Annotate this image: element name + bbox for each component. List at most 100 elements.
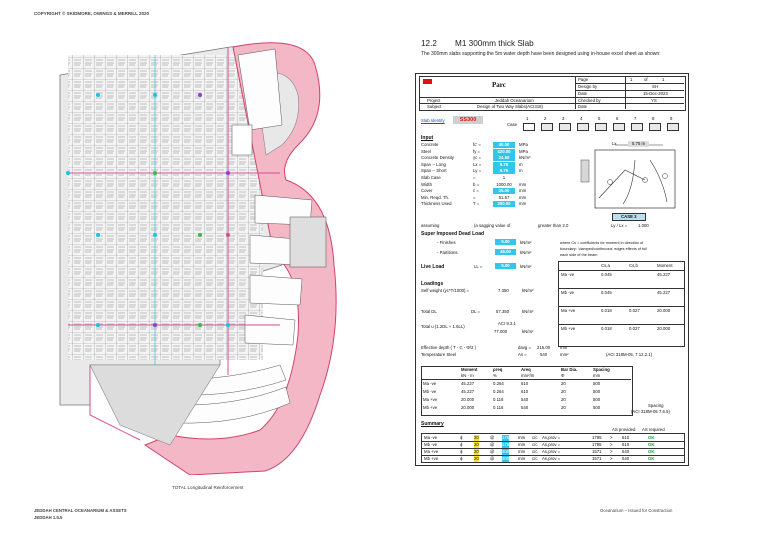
input-unit: mm [519, 188, 527, 194]
coeff-a: 0.018 [601, 308, 612, 313]
slab-identity-value: SS300 [453, 116, 483, 124]
summary-cell: 1571 [592, 449, 602, 454]
reinforcement-plan-drawing [59, 42, 337, 475]
moment-cell: 0.264 [493, 389, 504, 394]
coeff-a: 0.018 [601, 326, 612, 331]
moment-cell: 45.227 [461, 381, 475, 386]
summary-cell: > [610, 435, 613, 440]
coeff-row-name: Ma -ve [561, 272, 575, 277]
case-icon [613, 123, 625, 131]
moment-cell: Mb +ve [423, 405, 438, 410]
coeff-row-name: Mb -ve [561, 290, 575, 295]
input-label: Min. Reqd. Th. [421, 194, 450, 200]
self-weight-label: Self weight (γc*T/1000) = [421, 288, 470, 293]
moment-cell: 0.116 [493, 397, 504, 402]
input-value: 25.00 [493, 188, 515, 195]
moment-head: Moment [461, 367, 478, 372]
page-of-label: of [644, 77, 648, 82]
summary-cell: Mb +ve [424, 456, 439, 461]
summary-cell: @ [490, 442, 495, 447]
summary-cell: 175 [502, 435, 510, 441]
input-symbol: T = [473, 201, 480, 207]
temp-steel-unit: mm² [560, 352, 569, 357]
summary-cell: > [610, 449, 613, 454]
page-total: 1 [662, 77, 665, 82]
case-label: Case [507, 122, 518, 127]
moment-note-1: Spacing [648, 403, 664, 408]
case-icon [559, 123, 571, 131]
summary-cell: 20 [474, 456, 479, 462]
total-dl-value: 57.350 [496, 309, 510, 314]
temp-steel-sym: As = [518, 352, 527, 357]
input-symbol: = [473, 194, 476, 200]
loadings-title: Loadings [421, 281, 444, 287]
assuming-end: greater than 2.0 [538, 223, 569, 228]
summary-cell: ϕ [460, 435, 463, 440]
moment-cell: 610 [521, 381, 529, 386]
case-number: 8 [652, 116, 655, 121]
input-value: 300.00 [493, 201, 515, 208]
input-symbol: = [473, 175, 476, 180]
input-symbol: Ly = [473, 168, 482, 174]
moment-unit: % [493, 373, 497, 378]
moment-cell: 540 [521, 405, 529, 410]
summary-cell: As,prov = [542, 456, 561, 461]
summary-cell: As,prov = [542, 435, 561, 440]
copyright: COPYRIGHT © SKIDMORE, OWINGS & MERRILL 2… [34, 11, 149, 16]
coeff-row-name: Mb +ve [561, 326, 576, 331]
where-note-3: each side of the beam [560, 253, 598, 257]
input-label: Steel [421, 148, 431, 154]
date-label: Date [578, 91, 588, 96]
diagram-span-value: 5.75 m [628, 141, 650, 147]
checked-label: Checked by [578, 97, 601, 103]
input-label: Concrete [421, 142, 439, 147]
input-value: 5.75 [493, 161, 515, 168]
where-note-2: boundary: 'clamped/continuous' edges eff… [560, 247, 647, 251]
summary-cell: mm [518, 456, 526, 461]
case-number: 9 [670, 116, 673, 121]
moment-cell: 20 [561, 397, 566, 402]
case-icon [667, 123, 679, 131]
input-label: Width [421, 181, 432, 187]
total-u-label: Total u (1.2DL + 1.6LL) [421, 324, 465, 329]
coeff-header: Cs,b [629, 263, 638, 268]
case-icon [541, 123, 553, 131]
left-caption: TOTAL Longitudinal Reinforcement [172, 485, 244, 490]
section-title: M1 300mm thick Slab [455, 39, 534, 48]
summary-head-required: AS required [642, 427, 665, 432]
summary-cell: mm [518, 435, 526, 440]
moment-cell: 500 [593, 405, 601, 410]
input-unit: mm [519, 181, 527, 187]
case-number: 7 [634, 116, 637, 121]
temp-steel-ref: (ACI 318M-05, 7.12.2.1) [606, 352, 653, 357]
input-symbol: fc' = [473, 142, 481, 147]
total-u-unit: kN/m² [522, 329, 534, 334]
input-label: Span -- Short [421, 168, 447, 174]
input-value: 1000.00 [496, 181, 512, 187]
case-box: CASE 3 [612, 213, 646, 221]
summary-cell: 540 [622, 449, 630, 454]
case-icon [577, 123, 589, 131]
moment-cell: 20 [561, 405, 566, 410]
case-number: 1 [526, 116, 529, 121]
moment-cell: Ma -ve [423, 381, 437, 386]
case-number: 3 [562, 116, 565, 121]
moment-cell: 500 [593, 381, 601, 386]
moment-cell: Mb -ve [423, 389, 437, 394]
input-unit: MPa [519, 148, 528, 154]
summary-cell: Ma -ve [424, 435, 438, 440]
summary-cell: > [610, 456, 613, 461]
project-label: Project [427, 97, 441, 103]
summary-cell: mm [518, 449, 526, 454]
sdl-finishes-value: 5.00 [495, 239, 516, 245]
input-value: 51.67 [498, 194, 510, 200]
calc-sheet [415, 73, 689, 466]
summary-cell: As,prov = [542, 442, 561, 447]
case-number: 6 [616, 116, 619, 121]
moment-unit: kN - m [461, 373, 474, 378]
coeff-row-name: Ma +ve [561, 308, 576, 313]
company-logo-icon [423, 79, 432, 84]
summary-cell: OK [648, 435, 655, 440]
input-value: 40.00 [493, 142, 515, 148]
input-title: Input [421, 135, 434, 141]
